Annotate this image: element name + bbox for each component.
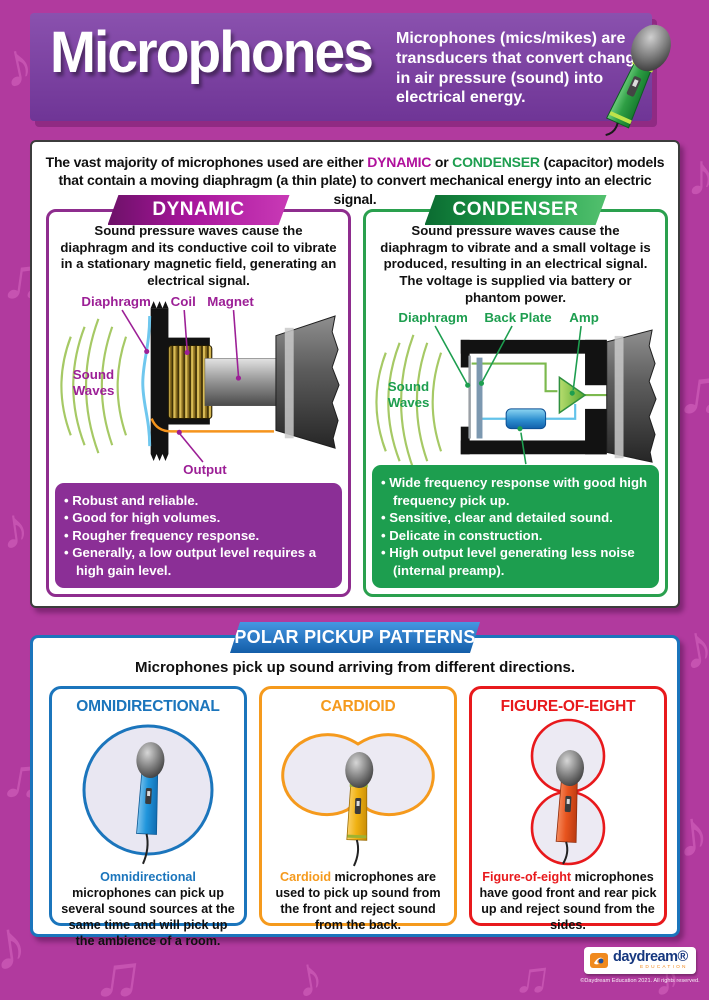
polar-banner: POLAR PICKUP PATTERNS (230, 622, 480, 653)
dynamic-panel: DYNAMIC Sound pressure waves cause the d… (46, 195, 351, 597)
figure-of-eight-card: FIGURE-OF-EIGHT (469, 686, 667, 932)
header-tagline: Microphones (mics/mikes) are transducers… (396, 30, 653, 107)
cardioid-title: CARDIOID (320, 698, 396, 715)
dynamic-mic-diagram: Diaphragm Coil Magnet Output Sound Waves (59, 294, 340, 476)
svg-text:Waves: Waves (72, 382, 114, 397)
condenser-bullets: Wide frequency response with good high f… (372, 465, 659, 588)
figure-of-eight-title: FIGURE-OF-EIGHT (500, 698, 636, 715)
figure-of-eight-caption: Figure-of-eight microphones have good fr… (479, 870, 657, 933)
mic-frame (460, 339, 607, 455)
svg-text:Coil: Coil (170, 294, 195, 309)
svg-text:Waves: Waves (387, 395, 429, 410)
mic-body (605, 329, 657, 463)
cardioid-caption: Cardioid microphones are used to pick up… (275, 870, 441, 933)
music-note-icon: ♪ (0, 494, 34, 563)
list-item: Robust and reliable. (64, 492, 334, 509)
dynamic-banner: DYNAMIC (107, 195, 290, 225)
polar-patterns-section: POLAR PICKUP PATTERNS Microphones pick u… (30, 622, 680, 948)
music-note-icon: ♪ (676, 610, 709, 685)
dynamic-bullets: Robust and reliable. Good for high volum… (55, 482, 342, 588)
svg-text:Diaphragm: Diaphragm (398, 310, 467, 325)
cardioid-pattern-diagram (281, 733, 435, 867)
page-title: Microphones (50, 20, 374, 85)
list-item: Sensitive, clear and detailed sound. (381, 509, 651, 526)
header: Microphones Microphones (mics/mikes) are… (30, 13, 653, 121)
svg-text:Magnet: Magnet (207, 294, 254, 309)
svg-text:Sound: Sound (387, 379, 428, 394)
omnidirectional-caption: Omnidirectional microphones can pick up … (61, 870, 235, 949)
list-item: High output level generating less noise … (381, 544, 651, 579)
diaphragm-line (140, 315, 151, 446)
main-section: The vast majority of microphones used ar… (30, 140, 680, 608)
omnidirectional-card: OMNIDIRECTIONAL (49, 686, 247, 948)
microphone-icon (605, 24, 671, 137)
daydream-logo: daydream® EDUCATION (584, 947, 696, 974)
condenser-description: Sound pressure waves cause the diaphragm… (380, 223, 651, 305)
logo-subtext: EDUCATION (640, 964, 688, 970)
microphone-icon (555, 750, 585, 865)
omnidirectional-pattern-diagram (82, 724, 214, 865)
condenser-banner: CONDENSER (424, 195, 607, 225)
svg-text:Sound: Sound (72, 367, 113, 382)
dynamic-keyword: DYNAMIC (367, 154, 432, 170)
daydream-logo-icon (590, 953, 608, 968)
output-wire (150, 417, 274, 433)
battery (505, 408, 546, 430)
svg-text:Diaphragm: Diaphragm (81, 294, 150, 309)
magnet (204, 357, 284, 406)
logo-text: daydream® (613, 949, 688, 966)
music-note-icon: ♪ (686, 141, 709, 208)
music-note-icon: ♫ (511, 948, 555, 1000)
sound-waves (374, 334, 442, 470)
microphone-icon (345, 752, 374, 867)
list-item: Rougher frequency response. (64, 527, 334, 544)
cardioid-card: CARDIOID (259, 686, 457, 932)
list-item: Generally, a low output level requires a… (64, 544, 334, 579)
condenser-panel: CONDENSER Sound pressure waves cause the… (363, 195, 668, 597)
omnidirectional-title: OMNIDIRECTIONAL (76, 698, 220, 715)
list-item: Wide frequency response with good high f… (381, 474, 651, 509)
figure-of-eight-pattern-diagram (530, 718, 606, 866)
list-item: Delicate in construction. (381, 527, 651, 544)
svg-text:Output: Output (183, 461, 227, 476)
svg-text:Back Plate: Back Plate (484, 310, 551, 325)
sound-waves (59, 318, 127, 453)
music-note-icon: ♪ (289, 943, 329, 1000)
mic-cable (605, 122, 619, 137)
svg-text:Amp: Amp (569, 310, 599, 325)
music-note-icon: ♪ (0, 903, 33, 987)
signal-wire (471, 362, 557, 393)
copyright-text: ©Daydream Education 2021. All rights res… (580, 978, 700, 984)
polar-subtitle: Microphones pick up sound arriving from … (134, 659, 576, 676)
power-wire (478, 417, 506, 437)
microphone-icon (136, 742, 165, 865)
intro-text: The vast majority of microphones used ar… (45, 154, 665, 207)
condenser-keyword: CONDENSER (452, 154, 540, 170)
dynamic-description: Sound pressure waves cause the diaphragm… (60, 223, 337, 288)
list-item: Good for high volumes. (64, 509, 334, 526)
back-plate (476, 357, 482, 439)
